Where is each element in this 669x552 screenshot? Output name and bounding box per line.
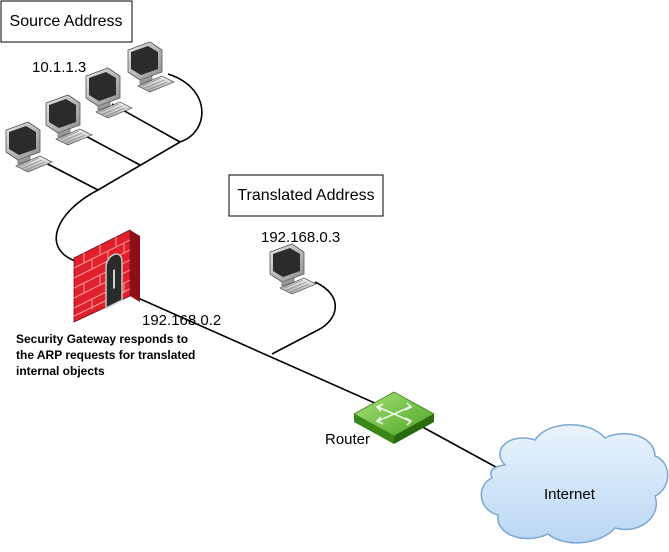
translated-workstation (269, 243, 317, 295)
firewall-icon[interactable] (73, 229, 140, 323)
gateway-note-line: Security Gateway responds to (16, 332, 188, 346)
gateway-note: Security Gateway responds to the ARP req… (16, 332, 195, 378)
computer-icon[interactable] (45, 94, 93, 146)
router-label: Router (325, 431, 370, 448)
translated-address-box (228, 174, 384, 217)
internet-label: Internet (544, 486, 596, 503)
computer-icon[interactable] (127, 41, 175, 93)
pc2-drop (77, 131, 141, 166)
computer-icon[interactable] (85, 67, 133, 119)
router-icon[interactable] (353, 391, 435, 444)
gateway-note-line: the ARP requests for translated (16, 348, 195, 362)
source-address-box (0, 0, 133, 43)
gateway-ip-label: 192.168.0.2 (142, 312, 221, 329)
source-address-title: Source Address (10, 13, 123, 30)
translated-address-title: Translated Address (237, 187, 374, 204)
pc1-drop (39, 159, 99, 191)
translated-pc-drop (271, 281, 336, 355)
cloud-icon[interactable] (480, 424, 669, 544)
computer-icon[interactable] (5, 121, 53, 173)
translated-ip-label: 192.168.0.3 (261, 229, 340, 246)
computer-icon[interactable] (269, 243, 317, 295)
source-ip-label: 10.1.1.3 (32, 59, 86, 76)
gateway-note-line: internal objects (16, 364, 105, 378)
source-lan-cable (55, 73, 203, 263)
